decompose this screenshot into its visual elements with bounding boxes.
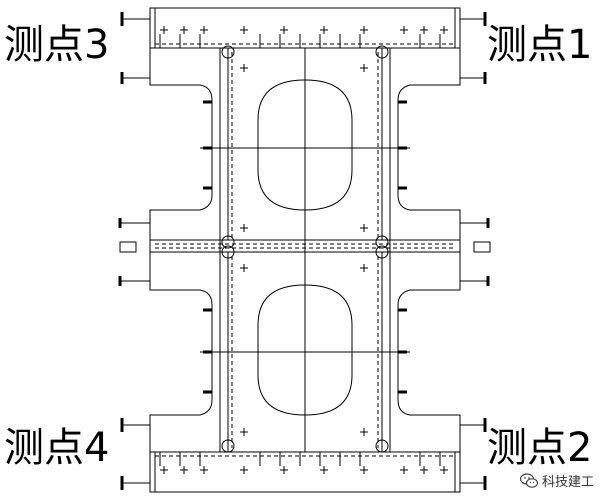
access-hole-lower: [257, 284, 353, 416]
measure-point-1-label: 测点1: [487, 22, 593, 68]
bottom-flange-plate: [149, 451, 461, 493]
measure-point-3-label: 测点3: [4, 22, 110, 68]
wechat-icon: [519, 472, 538, 488]
measure-point-2-label: 测点2: [487, 425, 593, 471]
watermark: 科技建工: [516, 470, 597, 491]
top-flange-plate: [149, 7, 461, 49]
watermark-text: 科技建工: [541, 475, 594, 490]
access-hole-upper: [257, 79, 353, 211]
bolt-marks: [160, 26, 448, 474]
measure-point-4-label: 测点4: [4, 425, 110, 471]
